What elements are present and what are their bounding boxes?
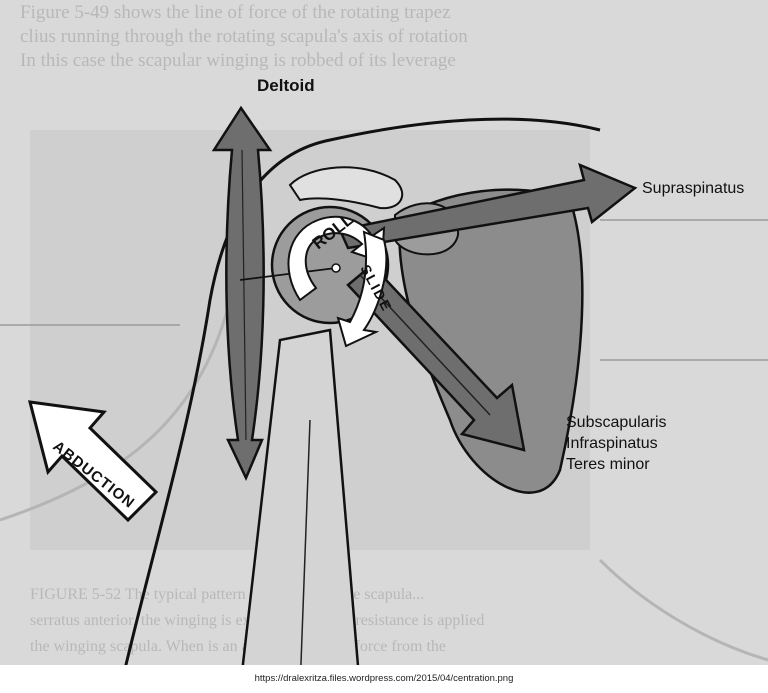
acromion [288, 166, 404, 210]
bleed-through-text: Figure 5-49 shows the line of force of t… [20, 2, 451, 23]
body-contour [598, 558, 768, 662]
supraspinatus-arrow [338, 162, 638, 250]
subscapularis-label: Subscapularis [566, 414, 667, 431]
teres-minor-label: Teres minor [566, 456, 650, 473]
deltoid-arrow [211, 105, 273, 482]
roll-arrow [287, 215, 386, 302]
humerus-line [299, 419, 311, 691]
body-contour [0, 299, 232, 522]
deltoid-fiber [241, 149, 247, 441]
moment-arm-line [239, 267, 337, 281]
muscle-group-labels: Subscapularis Infraspinatus Teres minor [566, 412, 667, 475]
deltoid-label: Deltoid [257, 76, 315, 95]
supraspinatus-label: Supraspinatus [642, 180, 745, 197]
bleed-through-text: In this case the scapular winging is rob… [20, 50, 456, 71]
rotator-cuff-fiber [359, 274, 491, 416]
bleed-through-text: clius running through the rotating scapu… [20, 26, 468, 47]
infraspinatus-label: Infraspinatus [566, 435, 658, 452]
source-caption: https://dralexritza.files.wordpress.com/… [0, 665, 768, 693]
slide-arrow [336, 230, 388, 348]
abduction-arrow [27, 400, 159, 523]
rotation-center [331, 263, 341, 273]
